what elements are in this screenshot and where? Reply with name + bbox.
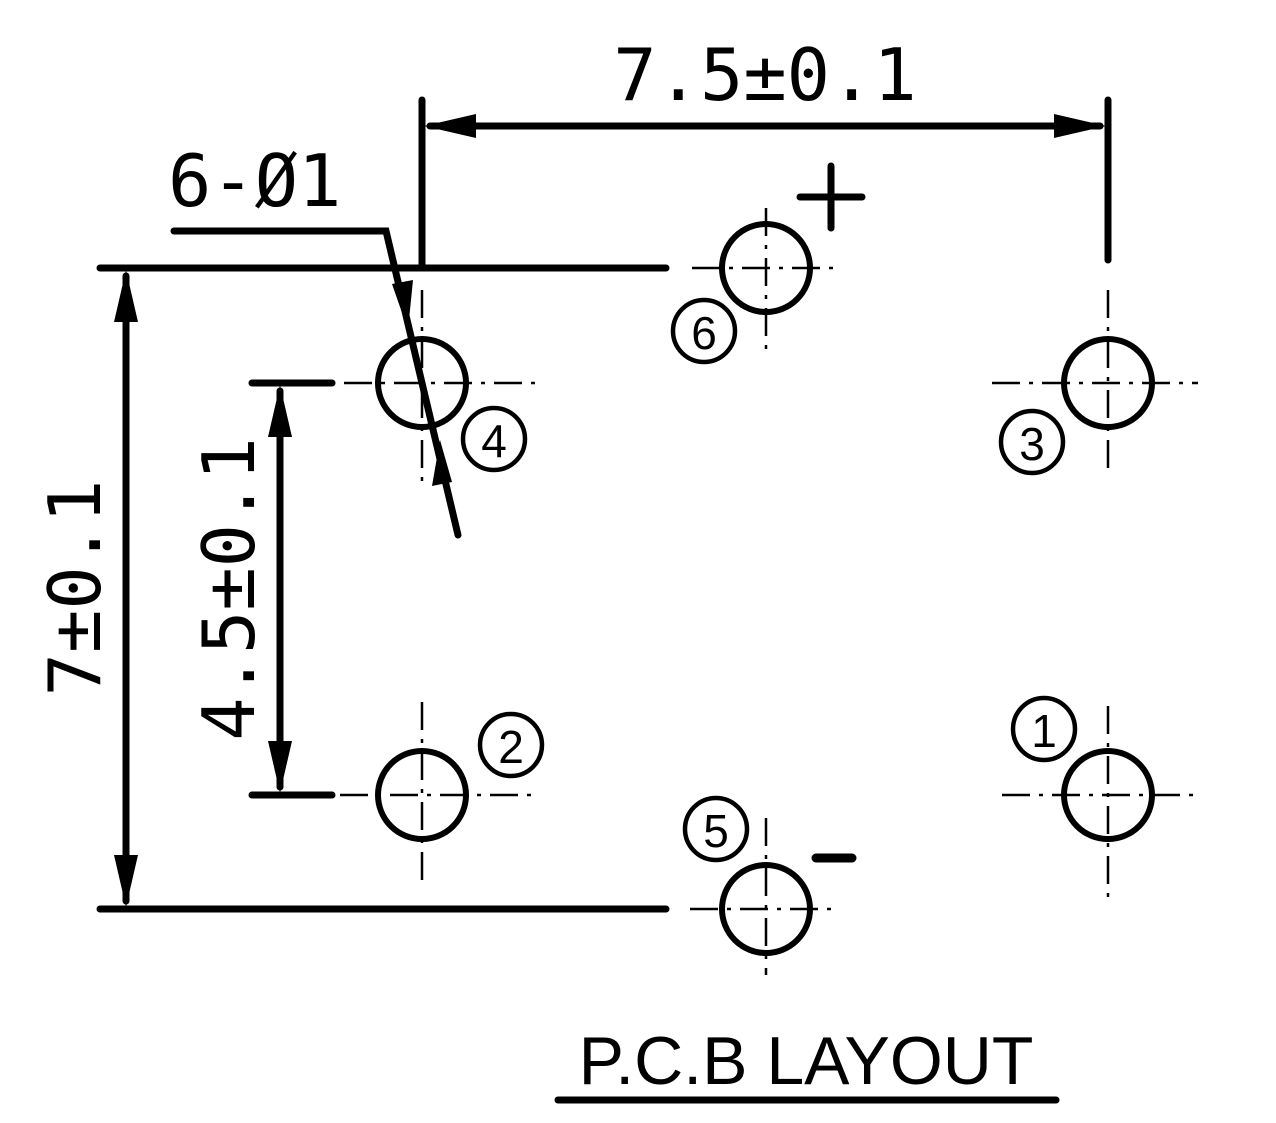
pin-badge-4: 4 (460, 405, 528, 473)
hole-pin-3 (992, 290, 1198, 476)
pin-number-3: 3 (1019, 418, 1045, 470)
hole-pin-1 (1002, 706, 1202, 902)
pin-badge-3: 3 (998, 408, 1066, 476)
pin-number-1: 1 (1031, 705, 1057, 757)
page-title: P.C.B LAYOUT (579, 1023, 1034, 1099)
hole-spec-label: 6-Ø1 (168, 139, 341, 223)
hole-pin-6 (692, 208, 840, 352)
top-width-label: 7.5±0.1 (613, 33, 916, 117)
hole-circle (375, 748, 469, 842)
pin-badge-6: 6 (670, 297, 738, 365)
hole-spec-arrow-lower (432, 440, 452, 486)
pin-number-4: 4 (481, 415, 507, 467)
outer-height-dimension: 7±0.1 (33, 264, 670, 913)
hole-circle (375, 336, 469, 430)
inner-height-label: 4.5±0.1 (187, 437, 271, 740)
pin-badge-5: 5 (682, 795, 750, 863)
hole-pin-5 (690, 818, 840, 975)
hole-pin-4 (344, 290, 542, 484)
inner-dim-arrow-top (268, 385, 292, 437)
hole-circle (1061, 336, 1155, 430)
pin-badge-2: 2 (477, 711, 545, 779)
hole-spec-arrow-upper (392, 280, 413, 330)
polarity-plus (796, 162, 866, 232)
outer-dim-arrow-bottom (114, 855, 138, 907)
title-block: P.C.B LAYOUT (554, 1023, 1060, 1104)
hole-circle (719, 862, 813, 956)
outer-height-label: 7±0.1 (33, 480, 117, 697)
pin-badge-1: 1 (1010, 695, 1078, 763)
pin-number-5: 5 (703, 805, 729, 857)
pin-number-6: 6 (691, 307, 717, 359)
hole-pin-2 (340, 702, 536, 884)
top-dim-arrow-left (424, 114, 476, 138)
pin-number-2: 2 (498, 721, 524, 773)
hole-spec-leader (170, 227, 462, 539)
hole-circle (1061, 748, 1155, 842)
inner-dim-arrow-bottom (268, 741, 292, 793)
outer-dim-arrow-top (114, 270, 138, 322)
hole-circle (719, 221, 813, 315)
hole-spec-callout: 6-Ø1 (168, 139, 462, 539)
top-dim-arrow-right (1054, 114, 1106, 138)
top-width-dimension: 7.5±0.1 (418, 33, 1112, 272)
inner-height-dimension: 4.5±0.1 (187, 379, 336, 799)
